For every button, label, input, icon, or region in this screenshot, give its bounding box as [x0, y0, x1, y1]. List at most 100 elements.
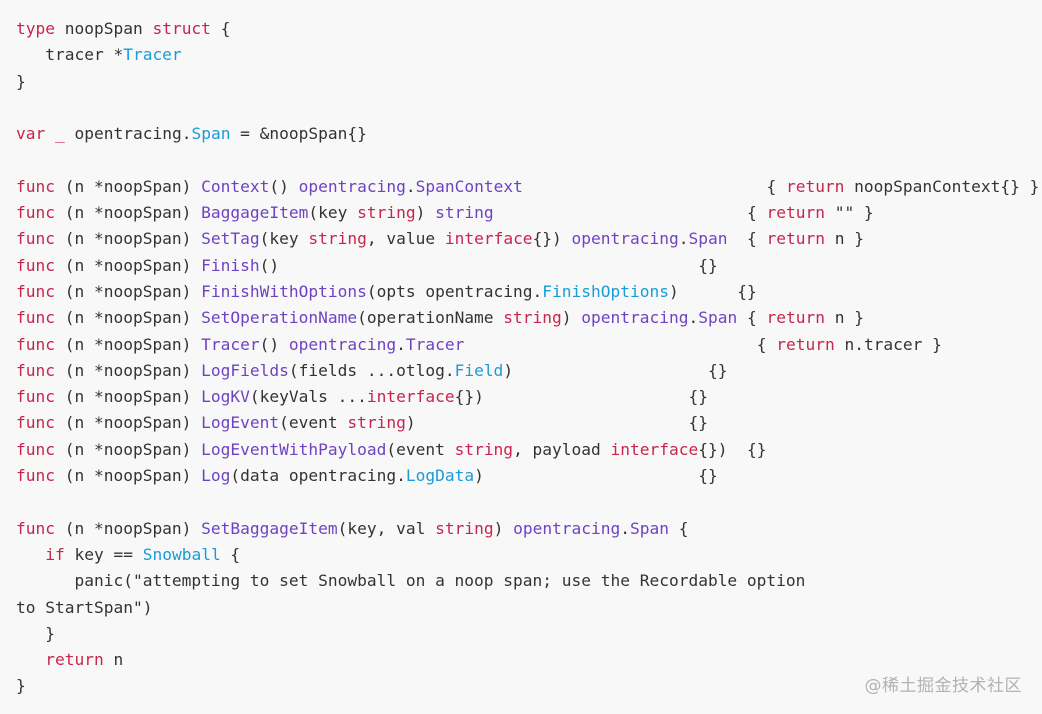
code-token-plain: = &noopSpan{} [230, 124, 367, 144]
code-line: type noopSpan struct { [16, 16, 1026, 42]
code-block: type noopSpan struct { tracer *Tracer} v… [16, 16, 1039, 700]
code-token-func: opentracing [571, 229, 679, 249]
code-token-keyword: func [16, 176, 55, 196]
code-token-type: Tracer [123, 45, 182, 65]
code-token-func: FinishWithOptions [201, 281, 367, 301]
code-token-keyword: string [454, 439, 514, 459]
code-token-plain: , payload [513, 439, 611, 459]
code-token-keyword: return [785, 176, 845, 196]
code-line: } [16, 673, 1026, 699]
code-token-keyword: string [435, 518, 494, 538]
code-token-func: LogKV [201, 387, 250, 407]
code-line: var _ opentracing.Span = &noopSpan{} [16, 121, 1026, 147]
code-token-type: Span [191, 124, 231, 144]
code-token-plain: (n *noopSpan) [54, 229, 202, 249]
code-token-keyword: func [16, 387, 55, 407]
code-token-plain: (n *noopSpan) [54, 176, 202, 196]
code-token-plain: (data opentracing. [230, 466, 406, 486]
code-token-plain: (n *noopSpan) [54, 308, 202, 328]
code-token-plain: to StartSpan") [16, 597, 153, 617]
code-token-keyword: func [16, 466, 55, 486]
code-token-func: string [435, 203, 494, 223]
code-token-keyword: return [45, 650, 104, 670]
code-token-plain: (n *noopSpan) [54, 518, 202, 538]
code-token-func: SetOperationName [201, 308, 358, 328]
code-token-func: Span [688, 229, 728, 249]
code-line: func (n *noopSpan) Tracer() opentracing.… [16, 332, 1026, 358]
code-token-plain: {}) [532, 229, 572, 249]
code-token-plain: noopSpanContext{} } [844, 176, 1040, 196]
code-token-keyword: return [766, 203, 825, 223]
code-token-plain: { [522, 176, 786, 196]
code-token-plain: tracer * [16, 45, 124, 65]
code-token-plain: n [103, 650, 124, 670]
code-line: func (n *noopSpan) Context() opentracing… [16, 174, 1039, 200]
code-token-plain: ) {} [405, 413, 708, 433]
code-token-plain: { [737, 308, 767, 328]
code-line: to StartSpan") [16, 595, 1026, 621]
code-token-plain: (opts opentracing. [366, 281, 543, 301]
code-token-plain: } [16, 676, 26, 696]
code-token-keyword: return [766, 308, 825, 328]
code-token-func: opentracing [581, 308, 689, 328]
code-token-keyword: type [16, 19, 55, 38]
code-token-keyword: var [16, 124, 46, 144]
code-line: func (n *noopSpan) Log(data opentracing.… [16, 463, 1026, 489]
code-token-plain: (event [279, 413, 348, 433]
code-token-func: Finish [201, 255, 260, 275]
code-token-keyword: string [347, 413, 406, 433]
code-token-plain: opentracing. [64, 124, 192, 144]
code-line: func (n *noopSpan) LogEventWithPayload(e… [16, 437, 1026, 463]
code-token-keyword: struct [152, 19, 211, 38]
code-token-func: Context [201, 176, 270, 196]
code-token-plain: (n *noopSpan) [54, 334, 202, 354]
code-token-plain: (n *noopSpan) [54, 413, 202, 433]
code-token-type: FinishOptions [542, 281, 669, 301]
code-token-plain: (event [386, 439, 455, 459]
code-token-func: Span [698, 308, 738, 328]
code-line: } [16, 69, 1026, 95]
code-token-keyword: func [16, 203, 55, 223]
code-token-func: LogEventWithPayload [201, 439, 387, 459]
code-token-plain: { [669, 518, 689, 538]
code-line: func (n *noopSpan) LogFields(fields ...o… [16, 358, 1026, 384]
code-token-plain: ) {} [669, 281, 757, 301]
code-token-plain: "" } [824, 203, 874, 223]
code-token-plain: n.tracer } [834, 334, 942, 354]
code-token-plain: { [220, 544, 241, 564]
code-token-plain: {}) {} [698, 439, 767, 459]
code-token-keyword: func [16, 360, 55, 380]
code-token-keyword: _ [55, 124, 65, 144]
code-token-keyword: func [16, 413, 55, 433]
code-line [16, 489, 1026, 515]
code-line: } [16, 621, 1026, 647]
code-token-func: Tracer [405, 334, 465, 354]
code-token-func: opentracing [298, 176, 406, 196]
code-token-plain: (n *noopSpan) [54, 255, 202, 275]
code-token-plain: {}) {} [454, 387, 708, 407]
code-token-keyword: func [16, 518, 55, 538]
code-token-plain [16, 650, 45, 669]
code-line: func (n *noopSpan) SetBaggageItem(key, v… [16, 516, 1026, 542]
code-token-plain: (n *noopSpan) [54, 203, 202, 223]
code-token-keyword: return [766, 229, 825, 249]
code-token-keyword: func [16, 229, 55, 249]
code-token-func: BaggageItem [201, 203, 309, 223]
code-token-keyword: interface [610, 439, 699, 459]
code-token-plain: (keyVals ... [249, 387, 367, 407]
code-token-plain: . [678, 229, 689, 249]
code-token-plain: (n *noopSpan) [54, 387, 202, 407]
code-token-plain: () {} [259, 255, 718, 275]
code-token-plain: (n *noopSpan) [54, 466, 202, 486]
code-token-plain: (key [308, 203, 358, 223]
code-token-func: Tracer [201, 334, 260, 354]
code-line: panic("attempting to set Snowball on a n… [16, 568, 1026, 594]
code-token-type: Snowball [142, 544, 221, 564]
code-token-keyword: func [16, 334, 55, 354]
code-token-func: Span [630, 518, 670, 538]
code-token-keyword: return [776, 334, 835, 354]
code-line: func (n *noopSpan) Finish() {} [16, 253, 1026, 279]
code-token-plain: , value [366, 229, 445, 249]
code-token-plain: panic("attempting to set Snowball on a n… [16, 571, 806, 591]
code-token-keyword: string [308, 229, 367, 249]
